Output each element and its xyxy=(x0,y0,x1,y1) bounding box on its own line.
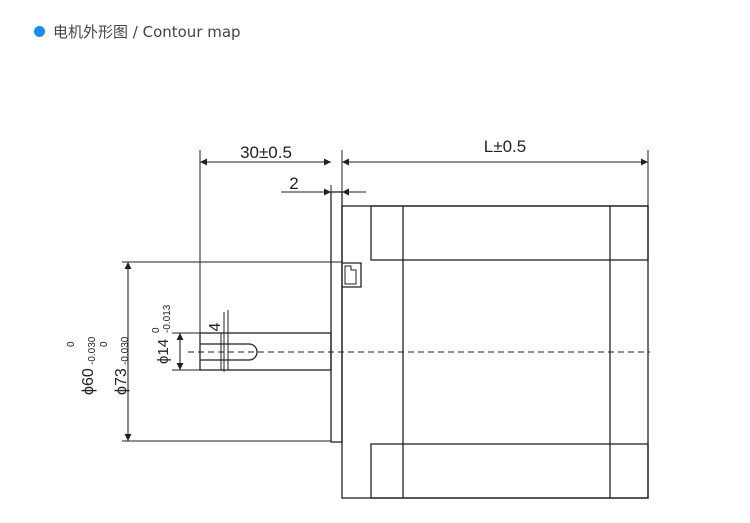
label-flat-depth: 4 xyxy=(207,322,224,331)
pilot-diameter-lower: -0.030 xyxy=(87,336,98,365)
shaft-diameter-nominal: ϕ14 xyxy=(155,339,172,364)
bottom-housing-block xyxy=(370,443,649,499)
label-flange-diameter: ϕ73 xyxy=(113,368,130,395)
pilot-diameter-nominal: ϕ60 xyxy=(80,368,97,395)
label-flange-thickness: 2 xyxy=(289,174,298,193)
label-shaft-length: 30±0.5 xyxy=(240,143,292,162)
flange-diameter-lower: -0.030 xyxy=(120,336,131,365)
label-pilot-diameter: ϕ60 xyxy=(80,368,97,395)
flange-diameter-upper: 0 xyxy=(99,341,110,347)
flange-diameter-nominal: ϕ73 xyxy=(113,368,130,395)
flange-plate xyxy=(330,191,343,443)
section-header: 电机外形图 / Contour map xyxy=(34,20,241,42)
top-housing-block xyxy=(370,205,649,261)
shaft-keyway xyxy=(200,343,258,361)
connector-notch xyxy=(342,262,362,288)
shaft-diameter-upper: 0 xyxy=(151,327,162,333)
shaft-diameter-lower: -0.013 xyxy=(162,304,173,333)
label-shaft-diameter: ϕ14 xyxy=(155,339,172,364)
pilot-diameter-upper: 0 xyxy=(66,341,77,347)
section-title: 电机外形图 / Contour map xyxy=(53,22,241,41)
label-body-length: L±0.5 xyxy=(484,137,526,156)
bullet-dot-icon xyxy=(34,25,45,37)
